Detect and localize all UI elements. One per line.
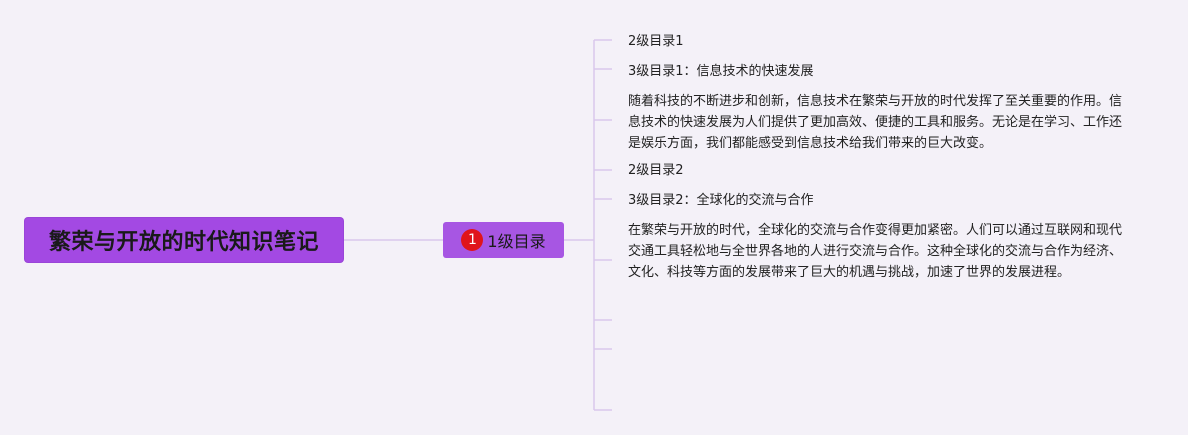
level1-label: 1级目录 [487, 232, 546, 251]
branch-node-2-2[interactable]: 2级目录2 [628, 163, 684, 178]
branch-node-3-2[interactable]: 3级目录2：全球化的交流与合作 [628, 193, 814, 208]
branch-node-2-1[interactable]: 2级目录1 [628, 34, 684, 49]
root-node[interactable]: 繁荣与开放的时代知识笔记 [25, 218, 343, 262]
branch-node-3-1-content[interactable]: 随着科技的不断进步和创新，信息技术在繁荣与开放的时代发挥了至关重要的作用。信息技… [628, 94, 1123, 151]
priority-badge-icon: 1 [461, 229, 484, 251]
branch-node-3-2-content[interactable]: 在繁荣与开放的时代，全球化的交流与合作变得更加紧密。人们可以通过互联网和现代交通… [628, 223, 1123, 280]
level1-node[interactable]: 1 1级目录 [443, 222, 564, 258]
branch-node-3-1[interactable]: 3级目录1：信息技术的快速发展 [628, 64, 814, 79]
root-title: 繁荣与开放的时代知识笔记 [48, 230, 319, 255]
